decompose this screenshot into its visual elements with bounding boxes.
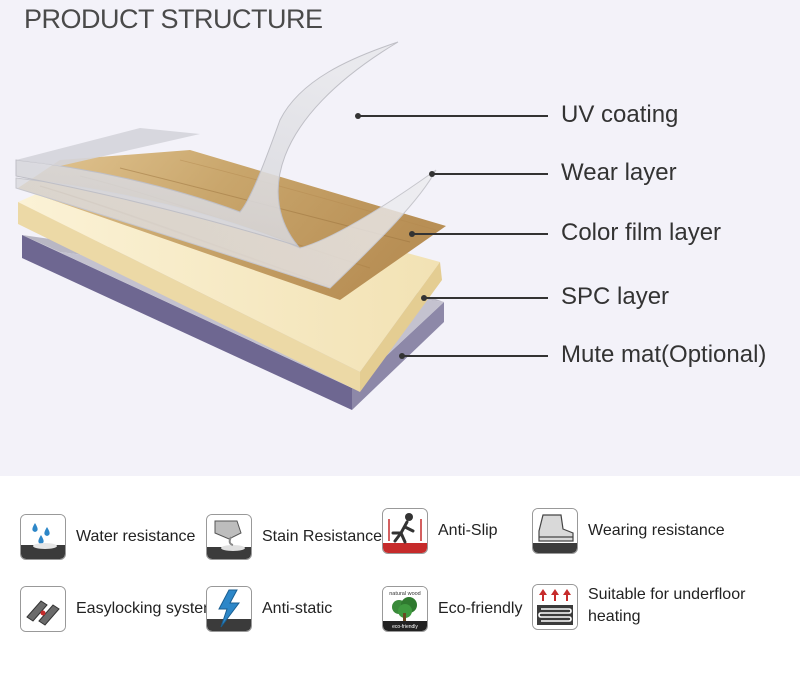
feature-label: Suitable for underfloor heating [588, 586, 746, 625]
feature-anti-slip: Anti-Slip [382, 508, 498, 554]
feature-water-resistance: Water resistance [20, 514, 195, 560]
tree-icon: natural wood eco-friendly [382, 586, 428, 632]
layer-label-wear-layer: Wear layer [561, 159, 677, 186]
layer-label-color-film: Color film layer [561, 219, 722, 246]
locking-planks-icon [20, 586, 66, 632]
leader-lines [355, 113, 548, 359]
feature-label: Wearing resistance [588, 522, 725, 539]
feature-wearing-resistance: Wearing resistance [532, 508, 725, 554]
feature-label: Anti-Slip [438, 522, 498, 539]
page-title: PRODUCT STRUCTURE [24, 4, 323, 34]
layer-label-uv-coating: UV coating [561, 101, 679, 128]
feature-underfloor-heating: Suitable for underfloor heating [532, 584, 768, 630]
lightning-icon [206, 586, 252, 632]
stain-icon [206, 514, 252, 560]
feature-label: Eco-friendly [438, 600, 523, 617]
feature-easylocking-system: Easylocking system [20, 586, 217, 632]
layer-label-spc: SPC layer [561, 283, 670, 310]
feature-label: Stain Resistance [262, 528, 383, 545]
anti-slip-icon [382, 508, 428, 554]
feature-label: Anti-static [262, 600, 333, 617]
water-drops-icon [20, 514, 66, 560]
uv-coating-layer [15, 41, 399, 247]
feature-eco-friendly: natural wood eco-friendly Eco-friendly [382, 586, 522, 632]
feature-stain-resistance: Stain Resistance [206, 514, 382, 560]
layer-label-mute-mat: Mute mat(Optional) [561, 341, 767, 368]
feature-label: Easylocking system [76, 600, 217, 617]
feature-label: Water resistance [76, 528, 196, 545]
eco-bottom-text: eco-friendly [392, 624, 418, 630]
feature-anti-static: Anti-static [206, 586, 332, 632]
heating-icon [532, 584, 578, 630]
shoe-icon [532, 508, 578, 554]
layer-diagram [15, 41, 548, 410]
eco-top-text: natural wood [389, 591, 421, 597]
